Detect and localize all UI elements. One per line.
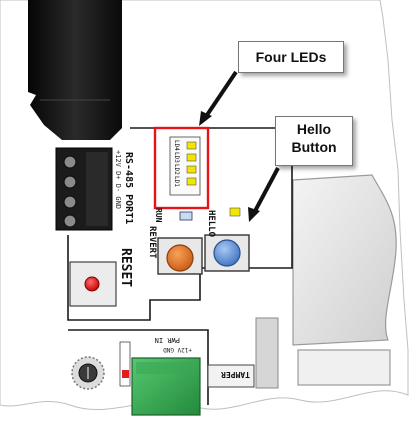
led-ld3 [186,153,197,162]
led-ld2 [186,165,197,174]
revert-button[interactable] [166,244,194,272]
led-ld4 [186,141,197,150]
revert-label: REVERT [147,226,157,259]
hello-arrow [252,167,280,214]
callout-hello-button: Hello Button [275,116,353,166]
tamper-switch [207,364,255,388]
tamper-label: TAMPER [221,370,250,379]
led-label-ld1: LD1 [173,176,180,187]
callout-leds-text: Four LEDs [255,49,327,65]
led-label-ld4: LD4 [173,140,180,151]
right-panel [292,174,397,346]
port-pins-label: +12V D+ D- GND [114,150,122,209]
run-led [179,211,193,221]
reset-label: RESET [118,248,133,287]
hello-led [229,207,241,217]
port-label: RS-485 PORT1 [123,152,134,224]
right-panel-slot [297,349,391,386]
callout-four-leds: Four LEDs [238,41,344,73]
reset-button[interactable] [84,276,100,292]
hello-label: HELLO [206,210,216,238]
leds-arrow [203,70,238,120]
pwr-label: PWR IN [155,336,180,344]
black-housing [28,0,122,140]
led-ld1 [186,177,197,186]
led-block: LD4 LD3 LD2 LD1 [169,136,201,196]
hello-button[interactable] [213,239,241,267]
led-highlight-box [153,126,210,210]
led-label-ld2: LD2 [173,164,180,175]
callout-hello-line2: Button [291,138,337,155]
terminal-screws [63,152,108,228]
hello-arrowhead [248,207,260,222]
callout-hello-line1: Hello [296,121,332,137]
grey-post [255,317,279,389]
rotary-dial [71,356,105,390]
led-label-ld3: LD3 [173,152,180,163]
run-label: RUN [154,208,163,223]
leds-arrowhead [199,111,212,126]
pwr-pins-label: +12V GND [163,346,192,353]
power-in-area: PWR IN +12V GND [119,336,201,416]
